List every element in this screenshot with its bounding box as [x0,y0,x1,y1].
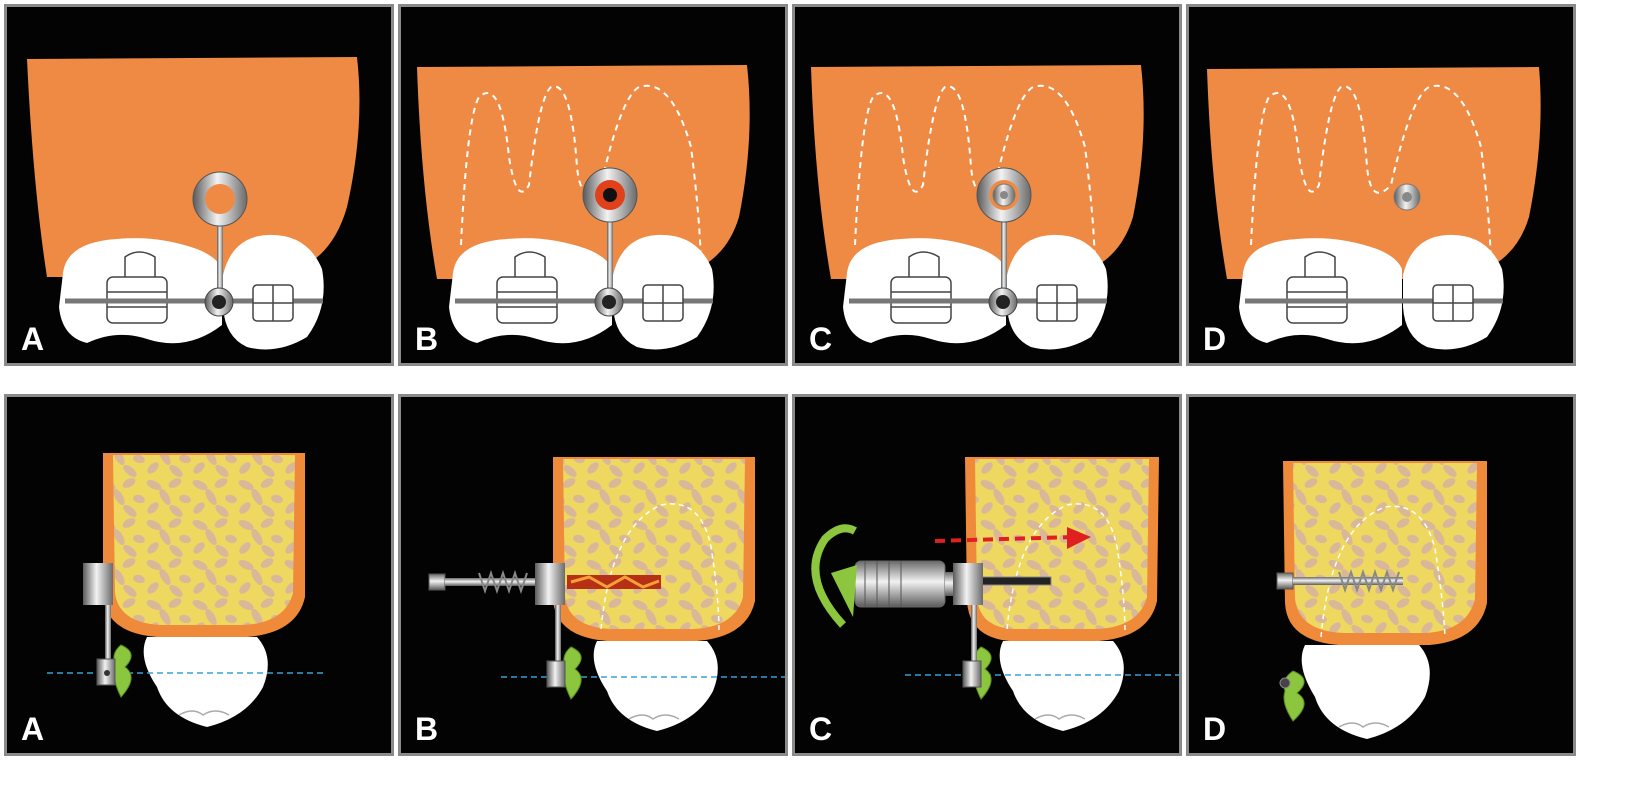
screwdriver-icon [854,560,955,608]
tooth-crown [143,637,268,727]
frontal-view-a [27,57,360,350]
guide-block [953,563,983,605]
guide-stem [555,605,561,665]
bracket-icon [1036,284,1078,322]
guide-stem [607,217,613,297]
tooth-crown [999,641,1124,731]
rotation-arrow-icon [811,524,857,628]
cancellous-bone [1293,463,1477,633]
panel-bottom-d: D [1186,394,1576,756]
direction-arrow-icon [934,535,1076,543]
root-outline-dashed [1006,503,1126,634]
gingiva-shape [27,57,360,277]
panel-label: D [1203,321,1227,357]
panel-label: C [809,711,833,747]
guide-stem [971,605,977,665]
panel-top-c: C [792,4,1182,366]
frontal-view-b [417,65,750,350]
drill-icon [567,575,661,589]
bracket-icon [642,284,684,322]
panel-label: C [809,321,833,357]
panel-label: B [415,321,439,357]
cancellous-bone [113,455,295,625]
cross-section-b [428,457,785,731]
guide-stem [1001,217,1007,297]
panel-bottom-a: A [4,394,394,756]
panel-label: D [1203,711,1227,747]
cancellous-bone [975,459,1149,629]
root-outline-dashed [460,84,702,274]
tooth-left [1239,238,1402,344]
tooth-left [449,238,612,344]
gingiva-shape [811,65,1144,279]
tooth-left [843,238,1006,344]
miniscrew-icon [428,569,535,595]
cross-section-a [47,453,327,727]
tooth-crown [593,641,718,731]
panel-top-d: D [1186,4,1576,366]
bracket-icon [252,284,294,322]
frontal-view-c [811,65,1144,350]
guide-block [83,563,113,605]
frontal-view-d [1207,67,1541,350]
cancellous-bone [563,459,745,629]
panel-top-a: A [4,4,394,366]
gingival-tissue [113,644,132,698]
gingiva-shape [417,65,750,279]
tooth-left [59,238,222,344]
gingiva-shape [1207,67,1541,279]
miniscrew-icon [1276,568,1403,594]
panel-label: A [21,321,45,357]
gingival-tissue [563,646,582,700]
bracket-icon [1432,284,1474,322]
cross-section-c [811,457,1179,731]
cross-section-d [1276,461,1487,739]
panel-bottom-c: C [792,394,1182,756]
panel-bottom-b: B [398,394,788,756]
tooth-crown [1301,645,1430,739]
guide-block [535,563,565,605]
root-outline-dashed [1320,505,1446,638]
panel-label: A [21,711,45,747]
root-outline-dashed [1250,84,1492,274]
panel-label: B [415,711,439,747]
guide-stem [217,217,223,297]
root-outline-dashed [600,503,720,634]
root-outline-dashed [854,84,1096,274]
panel-top-b: B [398,4,788,366]
guide-stem [105,605,111,665]
